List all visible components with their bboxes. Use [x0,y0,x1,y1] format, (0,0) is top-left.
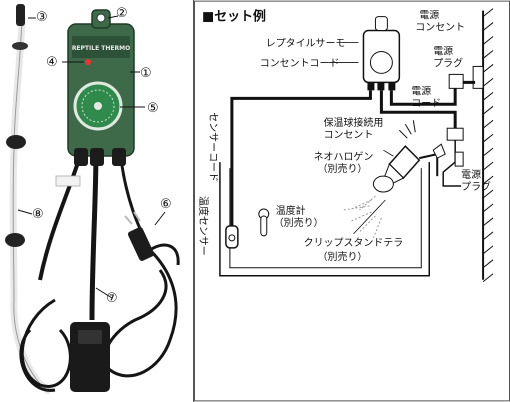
terrarium [219,162,431,277]
diagram-title: ■セット例 [202,9,266,25]
temperature-sensor [225,225,239,249]
halogen-lamp [343,120,446,239]
label-small-plug: 電源 [461,168,481,181]
power-plug-icon [448,73,464,89]
label-thermometer: （別売り） [274,216,324,229]
brand-label: REPTILE THERMO [72,45,130,52]
suction-cup-icon [12,42,28,50]
label-bulb-outlet: 保温球接続用 [324,116,384,129]
suction-cup-icon [6,135,26,149]
product-photo: REPTILE THERMO ① ② ③ ④ ⑤ ⑥ ⑦ ⑧ [5,4,180,395]
label-sensor-cord: センサーコード [207,112,219,182]
label-outlet-cord: コンセントコード [260,57,340,69]
callout-7: ⑦ [106,291,118,306]
label-power-plug: プラグ [433,56,463,69]
callout-6: ⑥ [160,197,172,212]
callout-3: ③ [36,10,48,25]
power-cord [103,149,178,378]
outlet-cord-line [379,90,457,129]
callout-8: ⑧ [32,207,44,222]
reptile-thermo-device [362,16,401,91]
label-temp-sensor: 温度センサー [197,196,210,256]
indicator-led-icon [85,59,91,65]
callout-2: ② [116,6,128,21]
label-power-cord: コード [411,98,441,109]
outlet-cord [89,149,99,321]
setup-diagram: ■セット例 [193,0,510,402]
label-clip-stand: クリップスタンドテラ [304,237,404,249]
label-power-outlet: コンセント [415,22,465,34]
label-power-plug: 電源 [433,44,453,57]
thermostat-device: REPTILE THERMO [67,9,135,166]
sensor-tip [16,4,25,26]
label-clip-stand: （別売り） [318,250,368,263]
callout-1: ① [140,66,152,81]
label-power-outlet: 電源 [419,9,439,22]
power-plug-icon [127,227,155,261]
sensor-cord-line [230,90,372,238]
label-power-cord: 電源 [411,84,431,97]
thermometer-icon [258,208,270,237]
bulb-outlet-icon [446,127,464,141]
callout-4: ④ [46,55,58,70]
label-reptile-thermo: レプタイルサーモ [266,37,346,49]
label-bulb-outlet: コンセント [324,129,374,141]
label-neo-halogen: ネオハロゲン [314,151,374,163]
label-thermometer: 温度計 [276,204,306,217]
callout-5: ⑤ [147,101,159,116]
wall-outlet-icon [472,65,484,89]
cord-tag [55,175,81,187]
wall [472,8,494,283]
suction-cup-icon [5,233,25,247]
label-small-plug: プラグ [461,180,491,193]
label-neo-halogen: （別売り） [318,162,368,175]
small-plug-icon [454,151,464,167]
